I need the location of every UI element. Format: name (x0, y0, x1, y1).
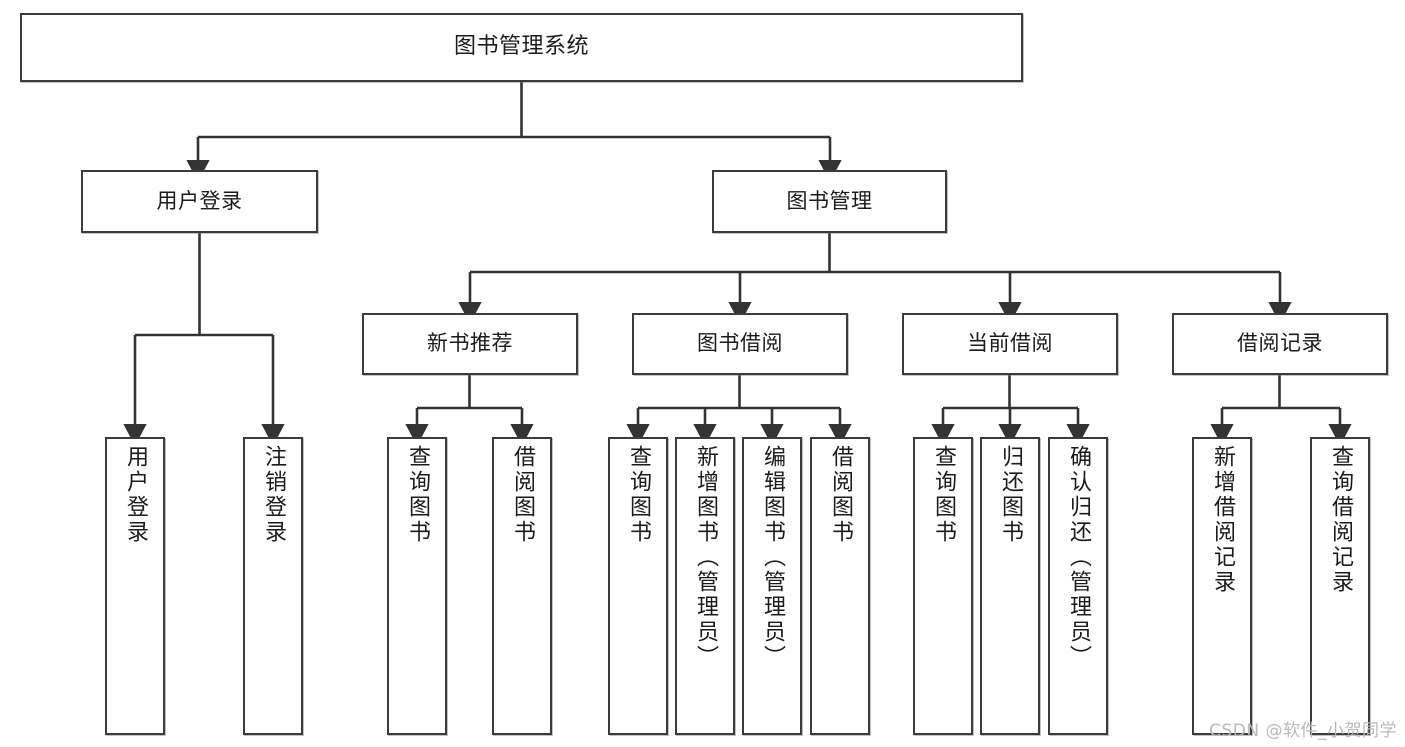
node-label: 查询图书 (405, 445, 430, 545)
node-label: 当前借阅 (967, 331, 1053, 356)
node-label: 借阅记录 (1237, 331, 1323, 356)
node-label: 新增图书（管理员） (693, 445, 718, 670)
node-label: 新书推荐 (427, 331, 513, 356)
watermark-text: CSDN @软件_小贺同学 (1209, 721, 1397, 741)
node-label: 编辑图书（管理员） (760, 445, 785, 670)
node-leaf-edit-book-admin[interactable]: 编辑图书（管理员） (742, 437, 802, 735)
node-leaf-add-borrow-record[interactable]: 新增借阅记录 (1192, 437, 1252, 735)
node-borrow-records[interactable]: 借阅记录 (1172, 313, 1388, 375)
node-leaf-logout[interactable]: 注销登录 (243, 437, 303, 735)
node-label: 注销登录 (261, 445, 286, 545)
node-book-borrow[interactable]: 图书借阅 (632, 313, 848, 375)
node-book-management[interactable]: 图书管理 (712, 170, 947, 233)
node-label: 查询图书 (931, 445, 956, 545)
node-leaf-confirm-return-admin[interactable]: 确认归还（管理员） (1048, 437, 1108, 735)
node-leaf-query-book-recommend[interactable]: 查询图书 (387, 437, 447, 735)
node-label: 图书管理 (786, 188, 873, 213)
node-leaf-borrow-book[interactable]: 借阅图书 (810, 437, 870, 735)
node-leaf-user-login[interactable]: 用户登录 (105, 437, 165, 735)
node-label: 查询图书 (626, 445, 651, 545)
node-leaf-query-book[interactable]: 查询图书 (608, 437, 668, 735)
node-label: 图书管理系统 (453, 34, 589, 60)
node-user-login[interactable]: 用户登录 (81, 170, 318, 233)
node-root-library-system[interactable]: 图书管理系统 (20, 13, 1023, 82)
node-new-book-recommend[interactable]: 新书推荐 (362, 313, 578, 375)
node-label: 查询借阅记录 (1328, 445, 1353, 595)
node-leaf-query-book-current[interactable]: 查询图书 (913, 437, 973, 735)
node-label: 归还图书 (998, 445, 1023, 545)
node-leaf-return-book[interactable]: 归还图书 (980, 437, 1040, 735)
node-leaf-query-borrow-record[interactable]: 查询借阅记录 (1310, 437, 1370, 735)
node-current-borrow[interactable]: 当前借阅 (902, 313, 1118, 375)
node-leaf-borrow-book-recommend[interactable]: 借阅图书 (492, 437, 552, 735)
node-leaf-add-book-admin[interactable]: 新增图书（管理员） (675, 437, 735, 735)
node-label: 确认归还（管理员） (1066, 445, 1091, 670)
node-label: 图书借阅 (697, 331, 783, 356)
node-label: 用户登录 (156, 188, 243, 213)
node-label: 借阅图书 (828, 445, 853, 545)
node-label: 用户登录 (123, 445, 148, 545)
node-label: 借阅图书 (510, 445, 535, 545)
node-label: 新增借阅记录 (1210, 445, 1235, 595)
